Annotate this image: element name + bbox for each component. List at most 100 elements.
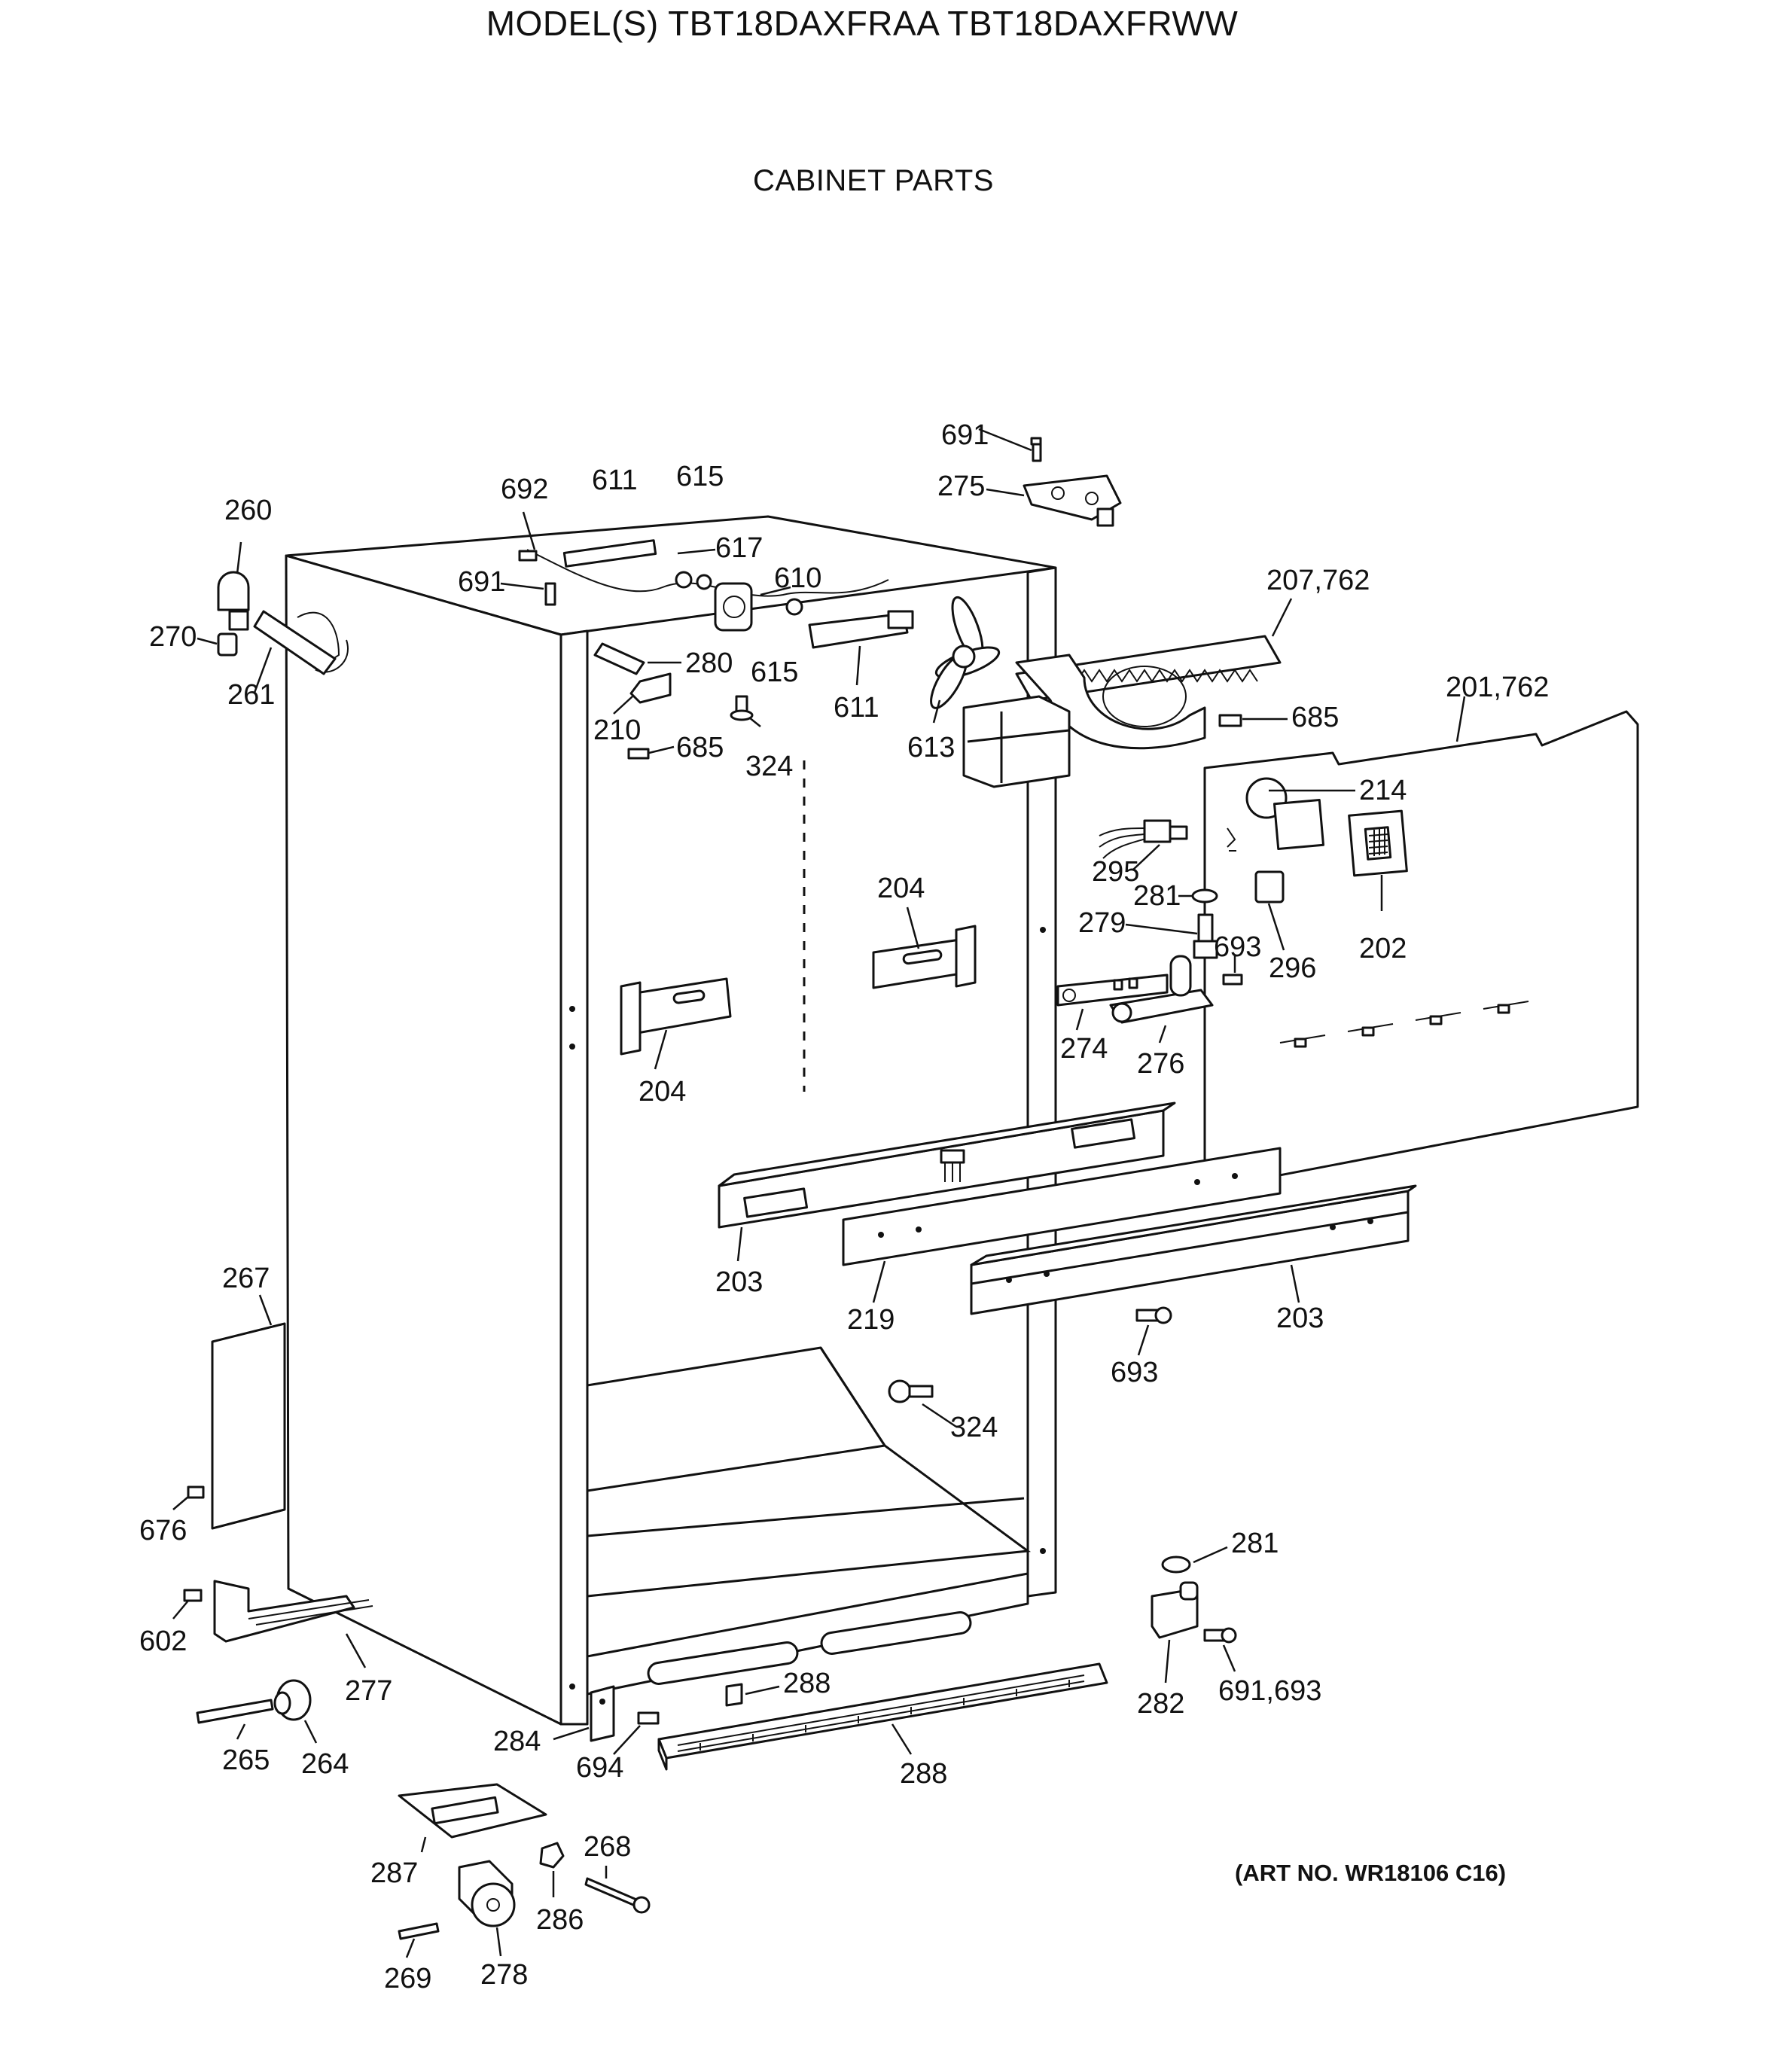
- callout-610: 610: [774, 562, 821, 594]
- screw-693-lower: [1135, 1306, 1172, 1356]
- model-title: MODEL(S) TBT18DAXFRAA TBT18DAXFRWW: [486, 4, 1239, 43]
- callout-203-rear: 203: [1276, 1303, 1324, 1334]
- screw-691-top: [978, 428, 1042, 462]
- callout-295: 295: [1092, 856, 1139, 888]
- callout-219: 219: [847, 1304, 895, 1336]
- nut-286: [539, 1842, 565, 1897]
- callout-288-clip: 288: [783, 1668, 831, 1699]
- screw-685-right: [1218, 714, 1288, 727]
- callout-691-top: 691: [941, 419, 989, 451]
- screw-324-lower: [888, 1379, 957, 1428]
- callout-214: 214: [1359, 775, 1407, 806]
- section-title: CABINET PARTS: [753, 164, 994, 197]
- screw-693-panel: [1222, 956, 1243, 986]
- callout-617: 617: [715, 532, 763, 564]
- screw-692: [518, 511, 538, 562]
- callout-685-left: 685: [676, 732, 724, 763]
- callout-204-right: 204: [877, 873, 925, 904]
- leveling-bracket-277: [213, 1580, 373, 1668]
- callout-278: 278: [480, 1959, 528, 1991]
- callout-270: 270: [149, 621, 197, 653]
- plug-270: [197, 632, 238, 657]
- pin-269: [398, 1922, 440, 1958]
- callout-279: 279: [1078, 907, 1126, 939]
- callout-204-left: 204: [639, 1076, 686, 1108]
- screw-685-left: [627, 745, 675, 760]
- callout-264: 264: [301, 1748, 349, 1780]
- switch-279: [1125, 913, 1218, 959]
- tube-261: [253, 610, 337, 693]
- hinge-pin-282: [1151, 1581, 1199, 1684]
- callout-269: 269: [384, 1963, 431, 1994]
- screw-268: [584, 1866, 651, 1914]
- callout-602: 602: [139, 1626, 187, 1657]
- callout-280: 280: [685, 648, 733, 679]
- callout-324-top: 324: [745, 751, 793, 782]
- screw-676: [172, 1485, 205, 1510]
- callout-611-right: 611: [834, 692, 879, 724]
- access-cover-267: [211, 1294, 286, 1530]
- callout-324-lower: 324: [950, 1412, 998, 1443]
- fan-blade-613: [930, 596, 1001, 724]
- callout-676: 676: [139, 1515, 187, 1546]
- callout-268: 268: [584, 1831, 631, 1863]
- callout-207-762: 207,762: [1266, 565, 1370, 596]
- callout-202: 202: [1359, 933, 1407, 964]
- axle-265: [196, 1699, 274, 1740]
- toe-grille-288: [657, 1662, 1108, 1771]
- roller-264: [273, 1679, 318, 1744]
- art-number: (ART NO. WR18106 C16): [1235, 1860, 1507, 1886]
- washer-281-upper: [1178, 888, 1218, 903]
- screw-602: [172, 1589, 203, 1620]
- screw-691-mid: [500, 582, 556, 606]
- callout-691-693: 691,693: [1218, 1675, 1321, 1707]
- callout-274: 274: [1060, 1033, 1108, 1065]
- callout-276: 276: [1137, 1048, 1184, 1080]
- callout-260: 260: [224, 495, 272, 526]
- callout-284: 284: [493, 1726, 541, 1757]
- callout-288-grille: 288: [900, 1758, 947, 1790]
- callout-281-upper: 281: [1133, 880, 1181, 912]
- callout-615-top: 615: [676, 461, 724, 492]
- callout-691-mid: 691: [458, 566, 505, 598]
- callout-296: 296: [1269, 952, 1316, 984]
- caster-plate-287: [398, 1783, 547, 1853]
- callout-693-panel: 693: [1214, 931, 1261, 963]
- callout-615-mid: 615: [751, 657, 798, 688]
- callout-labels: 691 275 692 611 615 617 610 691 260 270 …: [139, 419, 1549, 1994]
- clip-288: [725, 1683, 780, 1707]
- caster-278: [458, 1860, 516, 1957]
- callout-210: 210: [593, 715, 641, 746]
- callout-282: 282: [1137, 1688, 1184, 1720]
- callout-693-lower: 693: [1111, 1357, 1158, 1388]
- washer-281-lower: [1161, 1546, 1228, 1574]
- callout-611-left: 611: [592, 465, 638, 496]
- mullion-203-front: [718, 1102, 1176, 1262]
- callout-267: 267: [222, 1263, 270, 1294]
- screw-691-693: [1203, 1627, 1237, 1672]
- hinge-276: [1109, 955, 1214, 1044]
- cabinet-shell: [285, 515, 1057, 1726]
- bracket-274: [1056, 974, 1169, 1031]
- fan-housing: [962, 598, 1293, 788]
- rail-204-right: [872, 906, 977, 989]
- callout-275: 275: [937, 471, 985, 502]
- divider-219: [842, 1147, 1282, 1303]
- callout-277: 277: [345, 1675, 392, 1707]
- callout-287: 287: [370, 1857, 418, 1889]
- callout-201-762: 201,762: [1446, 672, 1549, 703]
- callout-203-front: 203: [715, 1266, 763, 1298]
- top-hinge: [986, 474, 1122, 527]
- air-damper-assembly: [562, 539, 803, 632]
- water-valve-260: [217, 541, 250, 631]
- bracket-611-right: [808, 610, 914, 686]
- callout-286: 286: [536, 1904, 584, 1936]
- wire-harness-295: [1099, 819, 1188, 870]
- control-panel: [1203, 696, 1639, 1191]
- callout-692: 692: [501, 474, 548, 505]
- callout-265: 265: [222, 1744, 270, 1776]
- callout-261: 261: [227, 679, 275, 711]
- screw-324-top: [730, 695, 761, 727]
- rail-204-left: [620, 977, 732, 1070]
